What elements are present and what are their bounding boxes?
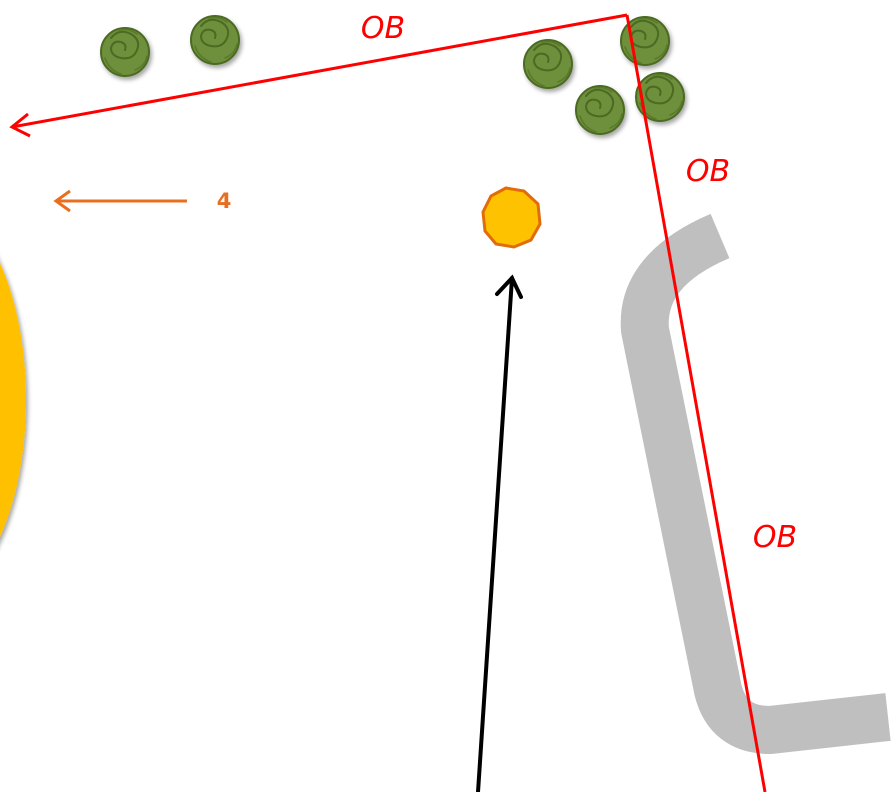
next-hole-label: 4 [217,189,232,213]
tree-icon [575,85,625,135]
ob-label-right-lower: OB [753,520,797,555]
ob-line-right [625,14,767,792]
tee-line-arrow [476,274,523,792]
ob-arrowhead [9,112,31,138]
tree-icon [523,39,573,89]
tree-icon [100,27,150,77]
adjacent-green [0,263,26,537]
ob-label-top: OB [361,11,405,46]
basket-icon [481,186,542,249]
ob-label-right-upper: OB [686,154,730,189]
ob-line-top [11,13,628,129]
ob-boundary [9,13,767,792]
next-hole-arrow [53,189,187,213]
cart-path [620,213,891,754]
tree-icon [190,15,240,65]
